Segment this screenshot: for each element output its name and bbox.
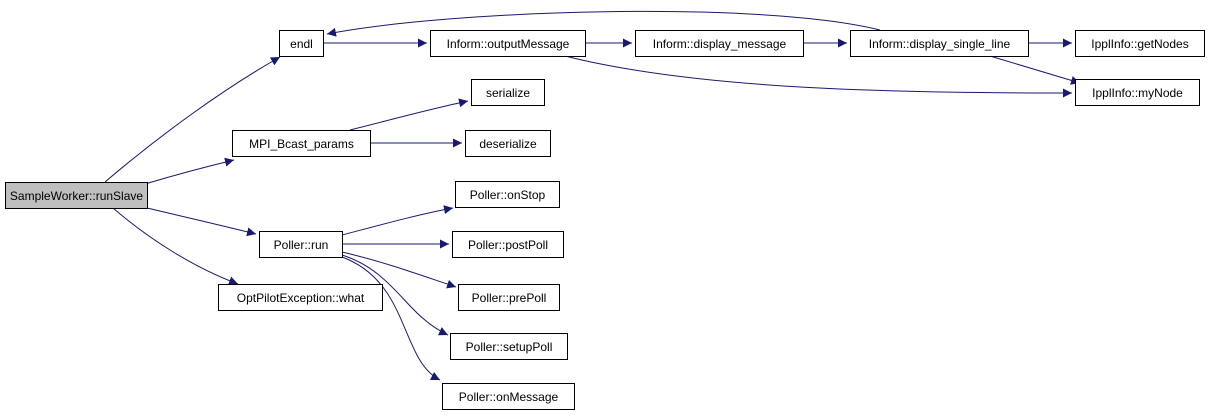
edge-outputMessage-to-myNode — [564, 55, 1073, 98]
node-layer: SampleWorker::runSlave endl Inform::output… — [5, 30, 1205, 410]
edge-display_single_line-to-endl — [326, 10, 881, 37]
node-box — [232, 130, 371, 157]
node-label: IpplInfo::myNode — [1092, 86, 1183, 100]
edge-runSlave-to-MPI_Bcast_params — [144, 157, 235, 185]
node-box — [1075, 30, 1205, 57]
edge-Poller_run-to-onStop — [341, 205, 454, 236]
node-box — [455, 181, 560, 208]
node-box — [442, 383, 575, 410]
node-label: Inform::outputMessage — [447, 37, 570, 51]
node-runSlave[interactable]: SampleWorker::runSlave — [5, 182, 148, 209]
node-label: IpplInfo::getNodes — [1091, 37, 1188, 51]
node-label: OptPilotException::what — [237, 291, 365, 305]
node-box — [259, 231, 343, 258]
node-box — [279, 30, 324, 57]
node-box — [1075, 79, 1200, 106]
edge-runSlave-to-endl — [104, 56, 281, 183]
node-label: MPI_Bcast_params — [249, 137, 354, 151]
node-label: Poller::onMessage — [459, 390, 559, 404]
node-box — [471, 79, 545, 106]
node-label: Poller::postPoll — [468, 238, 548, 252]
node-prePoll[interactable]: Poller::prePoll — [458, 284, 560, 311]
node-Poller_run[interactable]: Poller::run — [259, 231, 343, 258]
edge-Poller_run-to-setupPoll — [341, 254, 449, 336]
node-box — [450, 333, 568, 360]
node-label: Inform::display_message — [653, 37, 787, 51]
node-label: SampleWorker::runSlave — [10, 189, 143, 203]
node-setupPoll[interactable]: Poller::setupPoll — [450, 333, 568, 360]
node-label: serialize — [486, 86, 530, 100]
node-label: Poller::run — [274, 238, 329, 252]
edge-layer — [104, 10, 1081, 381]
node-label: Inform::display_single_line — [869, 37, 1011, 51]
node-label: endl — [290, 37, 313, 51]
node-what[interactable]: OptPilotException::what — [218, 284, 383, 311]
node-display_single_line[interactable]: Inform::display_single_line — [850, 30, 1029, 57]
node-deserialize[interactable]: deserialize — [465, 130, 551, 157]
node-label: Poller::setupPoll — [466, 340, 553, 354]
edge-Poller_run-to-prePoll — [341, 251, 457, 289]
node-label: deserialize — [479, 137, 537, 151]
node-getNodes[interactable]: IpplInfo::getNodes — [1075, 30, 1205, 57]
node-box — [430, 30, 586, 57]
node-outputMessage[interactable]: Inform::outputMessage — [430, 30, 586, 57]
node-box — [458, 284, 560, 311]
node-MPI_Bcast_params[interactable]: MPI_Bcast_params — [232, 130, 371, 157]
node-onStop[interactable]: Poller::onStop — [455, 181, 560, 208]
node-label: Poller::onStop — [470, 188, 546, 202]
edge-display_single_line-to-myNode — [989, 55, 1081, 85]
edge-runSlave-to-what — [112, 207, 239, 286]
node-box — [465, 130, 551, 157]
node-postPoll[interactable]: Poller::postPoll — [452, 231, 564, 258]
node-box — [5, 182, 148, 209]
edge-MPI_Bcast_params-to-serialize — [349, 98, 469, 131]
node-serialize[interactable]: serialize — [471, 79, 545, 106]
node-display_message[interactable]: Inform::display_message — [635, 30, 804, 57]
node-box — [218, 284, 383, 311]
node-box — [635, 30, 804, 57]
edge-runSlave-to-Poller_run — [146, 207, 257, 237]
node-box — [850, 30, 1029, 57]
node-box — [452, 231, 564, 258]
node-endl[interactable]: endl — [279, 30, 324, 57]
edge-Poller_run-to-onMessage — [341, 256, 441, 381]
node-onMessage[interactable]: Poller::onMessage — [442, 383, 575, 410]
node-label: Poller::prePoll — [472, 291, 547, 305]
node-myNode[interactable]: IpplInfo::myNode — [1075, 79, 1200, 106]
